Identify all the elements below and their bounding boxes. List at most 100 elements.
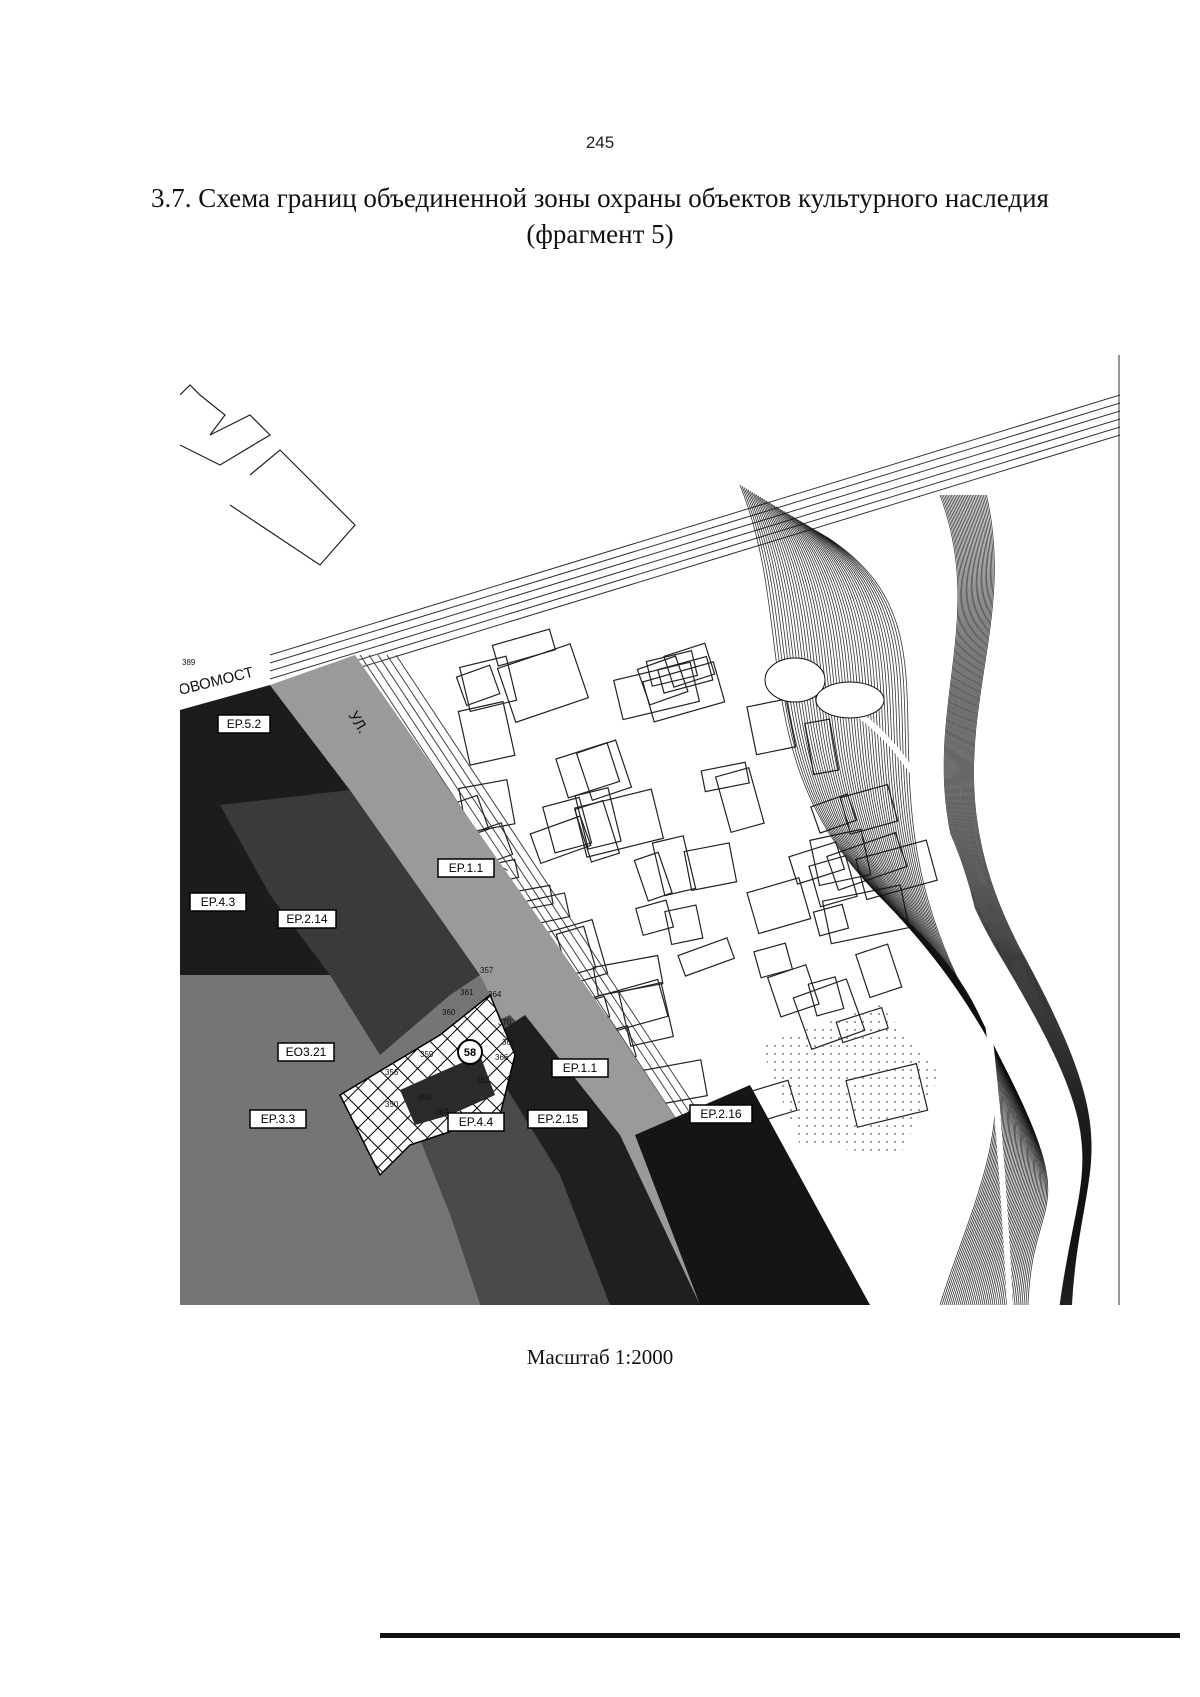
road-line	[269, 394, 1120, 656]
building-outline	[575, 739, 633, 802]
zone-label-ep-3-3[interactable]: EP.3.3	[249, 1109, 307, 1129]
building-outline	[753, 942, 794, 979]
zone-ep-2-16[interactable]	[635, 1085, 870, 1305]
road-line	[269, 402, 1120, 664]
point-number: 370	[498, 1018, 512, 1027]
building-outline	[229, 449, 356, 566]
contour-line	[797, 519, 1031, 1305]
road-line	[269, 410, 1120, 672]
contour-line	[827, 537, 1049, 1305]
svg-text:EP.5.2: EP.5.2	[227, 717, 262, 731]
object-58-parcel[interactable]	[400, 1055, 495, 1125]
point-number: 366	[495, 1053, 509, 1062]
zone-ep-4-3[interactable]	[180, 975, 510, 1305]
building-outline	[617, 981, 675, 1047]
zone-ep-2-15[interactable]	[480, 1015, 700, 1305]
zone-label-ep-2-14[interactable]: EP.2.14	[277, 909, 337, 929]
point-number: 367	[435, 1108, 449, 1117]
contour-line	[939, 494, 1084, 1305]
point-number: 361	[460, 988, 474, 997]
point-number: 389	[182, 658, 196, 667]
point-number: 356	[385, 1068, 399, 1077]
contour-line	[825, 536, 1047, 1305]
zone-ep-1-1-strip[interactable]	[270, 655, 760, 1305]
building-outline	[855, 943, 903, 999]
object-58-marker[interactable]: 58	[457, 1039, 483, 1065]
building-outline	[812, 903, 850, 937]
point-number: 365	[502, 1038, 516, 1047]
svg-text:EP.4.3: EP.4.3	[201, 895, 236, 909]
point-number: 359	[420, 1050, 434, 1059]
building-outline	[574, 788, 665, 858]
zone-label-ep-1-1-upper[interactable]: EP.1.1	[437, 858, 495, 878]
road-line	[269, 426, 1120, 688]
building-outline	[636, 655, 689, 706]
building-outline	[573, 799, 621, 863]
svg-text:EP.2.15: EP.2.15	[537, 1112, 578, 1126]
zone-label-ep-5-2[interactable]: EP.5.2	[217, 714, 271, 734]
creek-pond	[764, 657, 826, 703]
svg-text:EO3.21: EO3.21	[286, 1045, 327, 1059]
page-title: 3.7. Схема границ объединенной зоны охра…	[151, 183, 1049, 249]
svg-text:EP.1.1: EP.1.1	[449, 861, 484, 875]
zone-label-ep-1-1-lower[interactable]: EP.1.1	[551, 1058, 609, 1078]
contour-line	[821, 533, 1045, 1305]
building-outline	[491, 628, 557, 667]
object-58-label: 58	[464, 1047, 476, 1059]
zone-label-ep-2-15[interactable]: EP.2.15	[527, 1109, 589, 1129]
zone-ep-2-14[interactable]	[220, 790, 480, 1055]
building-outline	[700, 761, 750, 793]
building-outline	[645, 650, 699, 687]
road-line	[269, 418, 1120, 680]
svg-text:EP.4.4: EP.4.4	[459, 1115, 494, 1129]
building-outline	[574, 787, 622, 850]
building-outline	[542, 796, 593, 854]
building-outline	[458, 655, 518, 713]
zone-label-ep-2-16[interactable]: EP.2.16	[689, 1104, 753, 1124]
contour-line	[795, 518, 1030, 1305]
zone-label-eo-3-21[interactable]: EO3.21	[277, 1042, 335, 1062]
building-outline	[529, 815, 592, 865]
contour-line	[817, 531, 1043, 1305]
building-outline	[663, 642, 716, 688]
building-outline	[555, 741, 621, 799]
building-outline	[664, 904, 704, 946]
building-outline	[807, 976, 845, 1017]
building-outline	[677, 937, 736, 977]
svg-text:EP.1.1: EP.1.1	[563, 1061, 598, 1075]
road-line	[269, 434, 1120, 696]
point-number: 358	[418, 1093, 432, 1102]
building-outline	[635, 899, 675, 937]
building-outline	[457, 700, 516, 766]
map-scale: Масштаб 1:2000	[526, 1345, 674, 1369]
building-outline	[683, 842, 738, 892]
bottom-rule	[380, 1633, 1180, 1638]
dotted-area	[760, 1005, 940, 1155]
point-number: 357	[480, 966, 494, 975]
building-outline	[651, 835, 697, 897]
terrain-contours	[739, 484, 1092, 1305]
building-outline	[714, 767, 765, 834]
page-number: 245	[585, 133, 615, 152]
contour-line	[973, 494, 1092, 1305]
contour-line	[793, 517, 1028, 1305]
building-outline	[808, 855, 858, 908]
svg-text:EP.3.3: EP.3.3	[261, 1112, 296, 1126]
point-number: 364	[488, 990, 502, 999]
point-number: 360	[442, 1008, 456, 1017]
point-number: 350	[385, 1100, 399, 1109]
zone-label-ep-4-4[interactable]: EP.4.4	[447, 1112, 505, 1132]
contour-line	[799, 520, 1032, 1305]
creek-pond	[815, 681, 885, 719]
contour-line	[823, 535, 1046, 1305]
svg-text:EP.2.16: EP.2.16	[700, 1107, 741, 1121]
zone-label-ep-4-3[interactable]: EP.4.3	[189, 892, 247, 912]
building-outline	[657, 655, 714, 694]
svg-text:EP.2.14: EP.2.14	[286, 912, 327, 926]
building-outline	[180, 384, 271, 466]
building-outline	[455, 664, 501, 707]
point-number: 362	[476, 1076, 490, 1085]
map-canvas: 58 ОВОМОСТ УЛ. 3893563593603703503573643…	[180, 355, 1120, 1305]
